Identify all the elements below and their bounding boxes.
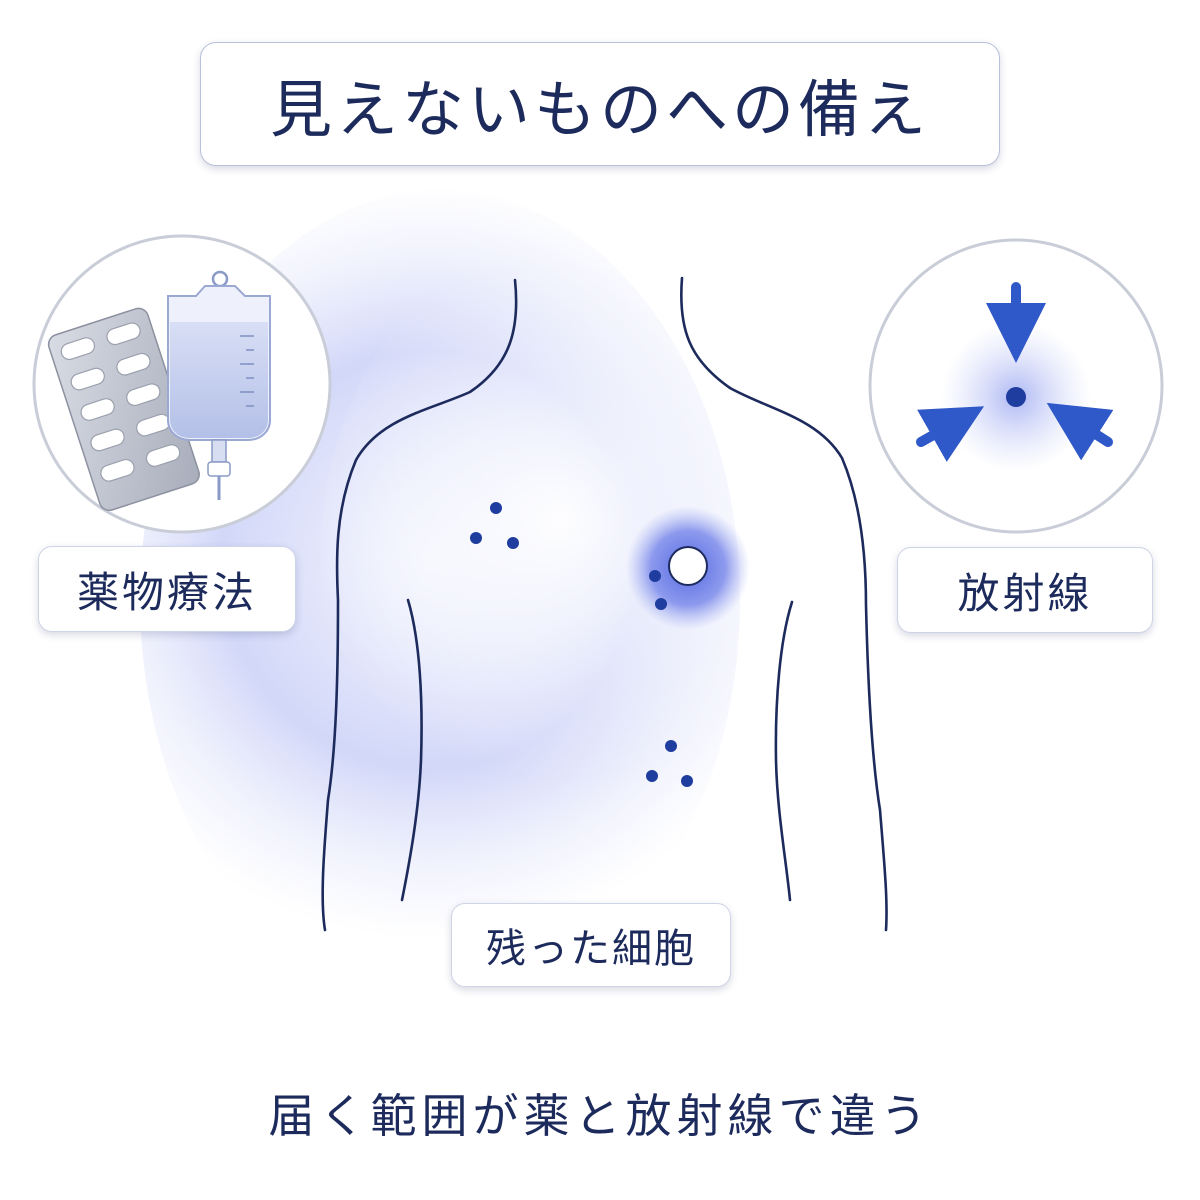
remaining-cells-label: 残った細胞	[451, 903, 731, 987]
page-title: 見えないものへの備え	[200, 42, 1000, 166]
caption: 届く範囲が薬と放射線で違う	[268, 1089, 932, 1143]
drug-therapy-label: 薬物療法	[38, 546, 296, 632]
radiation-label: 放射線	[897, 547, 1153, 633]
